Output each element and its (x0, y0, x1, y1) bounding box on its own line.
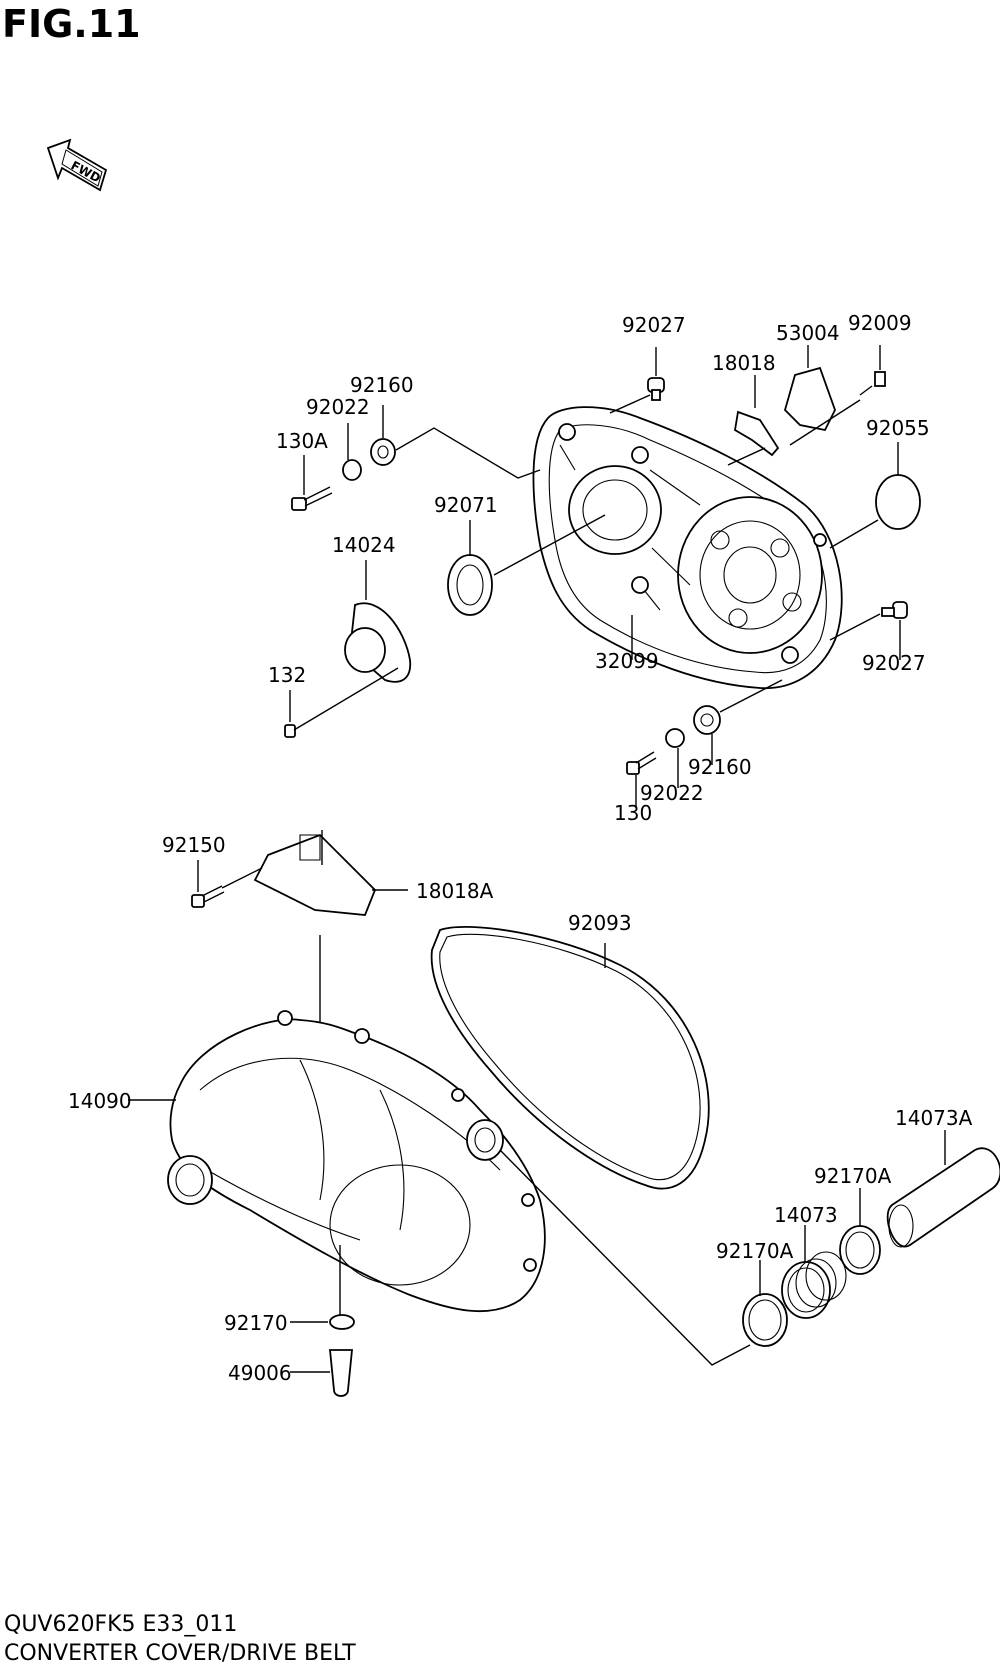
bracket-18018 (727, 375, 780, 466)
label-92009: 92009 (848, 311, 912, 335)
label-14073: 14073 (774, 1203, 838, 1227)
clamp-92170 (290, 1314, 355, 1330)
label-18018A: 18018A (416, 879, 494, 903)
hose-49006 (290, 1349, 353, 1397)
pin-92027-top (609, 347, 665, 414)
label-92170A-upper: 92170A (814, 1164, 892, 1188)
label-92055: 92055 (866, 416, 930, 440)
label-18018: 18018 (712, 351, 776, 375)
part-labels: 92027 53004 92009 18018 92160 92022 130A… (68, 311, 973, 1385)
label-132: 132 (268, 663, 306, 687)
label-92150: 92150 (162, 833, 226, 857)
screw-92009 (789, 345, 886, 446)
figure-title: FIG.11 (2, 2, 141, 46)
washer-92022-top (342, 423, 362, 481)
plate-53004 (783, 345, 836, 432)
label-14073A: 14073A (895, 1106, 973, 1130)
gasket-92093 (430, 926, 710, 1190)
screw-132 (284, 667, 399, 738)
cover-14024 (344, 560, 412, 683)
label-130A: 130A (276, 429, 328, 453)
label-92022-top: 92022 (306, 395, 370, 419)
duct-14073A (886, 1130, 1000, 1248)
o-ring-92055 (829, 442, 921, 549)
label-92170: 92170 (224, 1311, 288, 1335)
outer-cover-14090 (128, 1010, 751, 1366)
label-32099: 32099 (595, 649, 659, 673)
label-92170A-lower: 92170A (716, 1239, 794, 1263)
label-130: 130 (614, 801, 652, 825)
bolt-130 (626, 751, 657, 808)
label-92093: 92093 (568, 911, 632, 935)
duct-14073 (781, 1225, 847, 1319)
bolt-92150 (191, 860, 263, 908)
section-name: CONVERTER COVER/DRIVE BELT (4, 1641, 356, 1666)
label-92160-bottom: 92160 (688, 755, 752, 779)
inner-cover-32099 (532, 406, 843, 690)
oil-seal-92071 (447, 514, 606, 616)
label-14024: 14024 (332, 533, 396, 557)
label-49006: 49006 (228, 1361, 292, 1385)
label-14090: 14090 (68, 1089, 132, 1113)
fwd-arrow-icon: FWD (46, 138, 108, 192)
label-53004: 53004 (776, 321, 840, 345)
grommet-92160-bottom (693, 679, 783, 765)
pin-92027-right (829, 601, 908, 660)
label-92160-top: 92160 (350, 373, 414, 397)
washer-92022-bottom (665, 728, 685, 788)
clamp-92170A-lower (742, 1260, 788, 1347)
clamp-92170A-upper (839, 1188, 881, 1275)
bolt-130A (291, 455, 333, 511)
model-code: QUV620FK5 E33_011 (4, 1612, 238, 1637)
label-92027-top: 92027 (622, 313, 686, 337)
grommet-92160-top (370, 405, 541, 479)
label-92022-bottom: 92022 (640, 781, 704, 805)
label-92027-right: 92027 (862, 651, 926, 675)
label-92071: 92071 (434, 493, 498, 517)
